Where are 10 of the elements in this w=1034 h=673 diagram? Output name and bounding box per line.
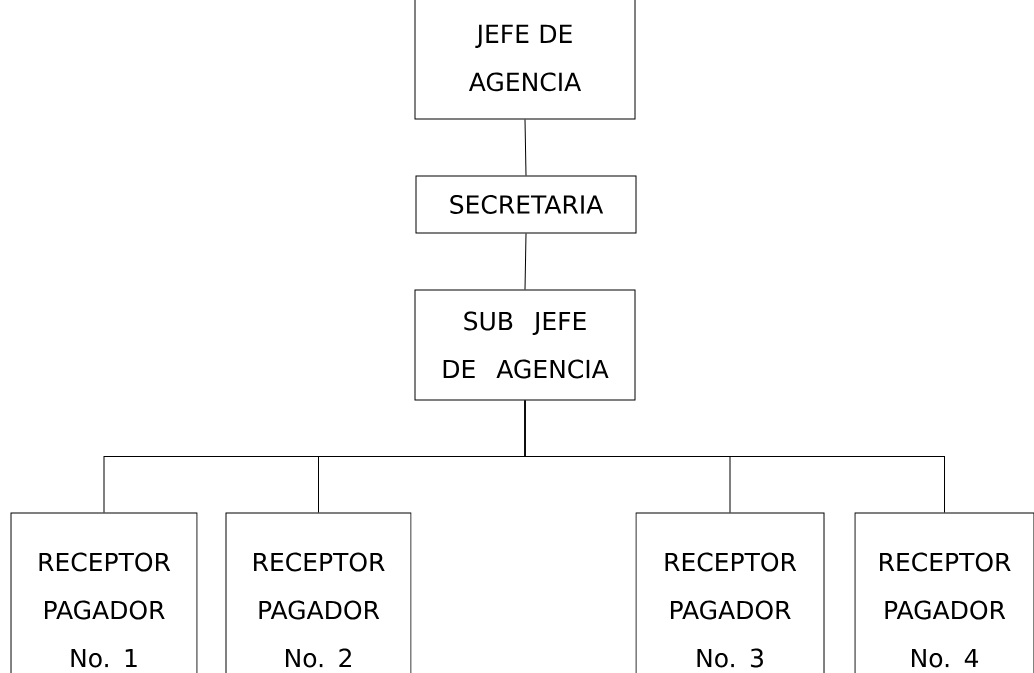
org-box: RECEPTOR PAGADOR No. 4 (854, 512, 1034, 673)
connector-line (524, 233, 527, 290)
org-box: SECRETARIA (415, 175, 637, 234)
org-box: JEFE DE AGENCIA (414, 0, 636, 120)
connector-line (524, 400, 945, 513)
org-box: RECEPTOR PAGADOR No. 2 (225, 512, 412, 673)
org-box: SUB JEFE DE AGENCIA (414, 289, 636, 401)
org-box: RECEPTOR PAGADOR No. 1 (10, 512, 198, 673)
org-box: RECEPTOR PAGADOR No. 3 (635, 512, 825, 673)
connector-line (524, 119, 527, 176)
